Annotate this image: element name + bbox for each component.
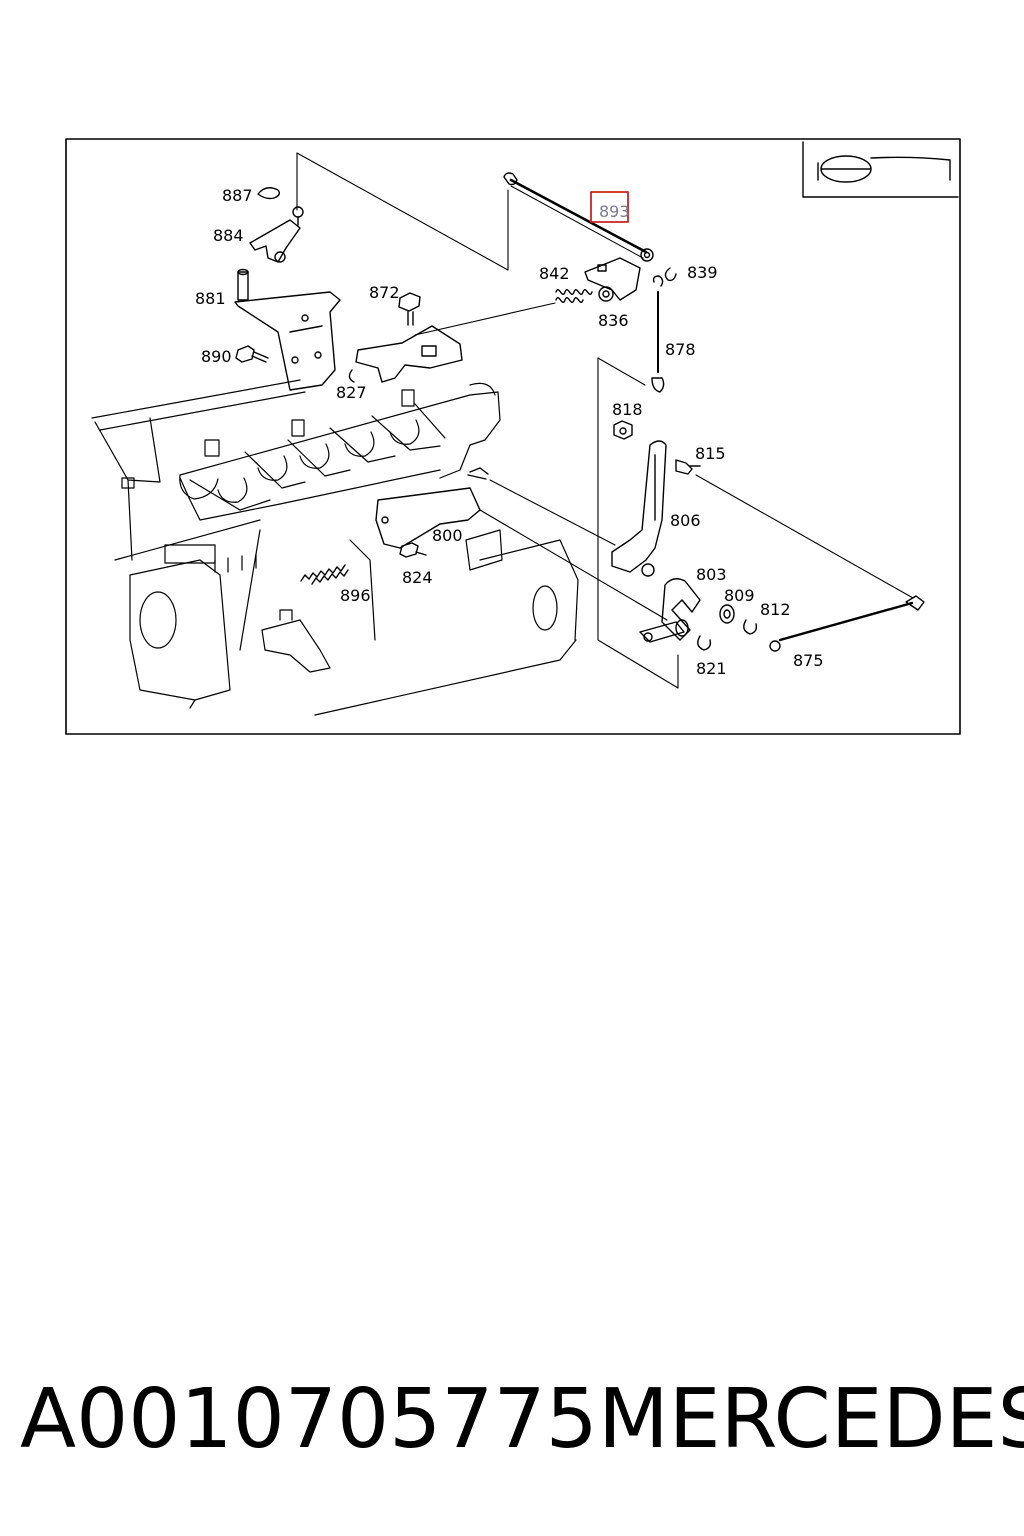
circlip-821	[697, 635, 712, 651]
label-878: 878	[665, 340, 696, 359]
label-881: 881	[195, 289, 226, 308]
parts-diagram: 887 884 881 890 872 827 842 836 893 839 …	[0, 0, 1024, 760]
diagram-frame	[65, 138, 961, 735]
label-824: 824	[402, 568, 433, 587]
leader-lines	[296, 152, 914, 689]
spring-842	[555, 289, 593, 303]
label-812: 812	[760, 600, 791, 619]
part-labels: 887 884 881 890 872 827 842 836 893 839 …	[195, 186, 824, 678]
label-821: 821	[696, 659, 727, 678]
plate-803	[661, 578, 701, 641]
label-818: 818	[612, 400, 643, 419]
circlip-887	[257, 187, 281, 200]
label-806: 806	[670, 511, 701, 530]
nut-818	[613, 420, 633, 440]
bracket-884	[249, 206, 304, 263]
spring-896	[300, 564, 349, 585]
lever-836	[584, 257, 641, 302]
bushing-809	[719, 604, 735, 624]
bolt-872	[398, 292, 421, 326]
caption-bar: A0010705775 MERCEDES	[0, 1370, 1024, 1470]
pin-815	[675, 459, 701, 475]
bolt-890	[235, 345, 269, 363]
highlight-box-893	[590, 191, 629, 223]
label-884: 884	[213, 226, 244, 245]
rod-878	[651, 275, 665, 393]
brand-name: MERCEDES	[598, 1372, 1024, 1467]
bolt-824	[399, 542, 427, 558]
label-842: 842	[539, 264, 570, 283]
steering-wheel-icon	[802, 141, 959, 198]
label-803: 803	[696, 565, 727, 584]
label-827: 827	[336, 383, 367, 402]
label-890: 890	[201, 347, 232, 366]
bracket-827	[348, 325, 463, 383]
label-839: 839	[687, 263, 718, 282]
bracket-800	[375, 467, 489, 549]
label-800: 800	[432, 526, 463, 545]
bracket-881	[234, 268, 341, 391]
label-872: 872	[369, 283, 400, 302]
control-rod-893[interactable]	[503, 172, 654, 262]
label-875: 875	[793, 651, 824, 670]
label-809: 809	[724, 586, 755, 605]
label-887: 887	[222, 186, 253, 205]
label-836: 836	[598, 311, 629, 330]
label-815: 815	[695, 444, 726, 463]
circlip-839	[664, 267, 677, 282]
label-896: 896	[340, 586, 371, 605]
intake-manifold	[179, 382, 501, 521]
lever-806	[611, 440, 667, 577]
linkage-arm	[639, 619, 689, 643]
part-number: A0010705775	[20, 1372, 598, 1467]
label-893[interactable]: 893	[599, 202, 630, 221]
engine-block	[91, 379, 579, 716]
rod-875	[769, 595, 925, 652]
circlip-812	[743, 619, 758, 635]
